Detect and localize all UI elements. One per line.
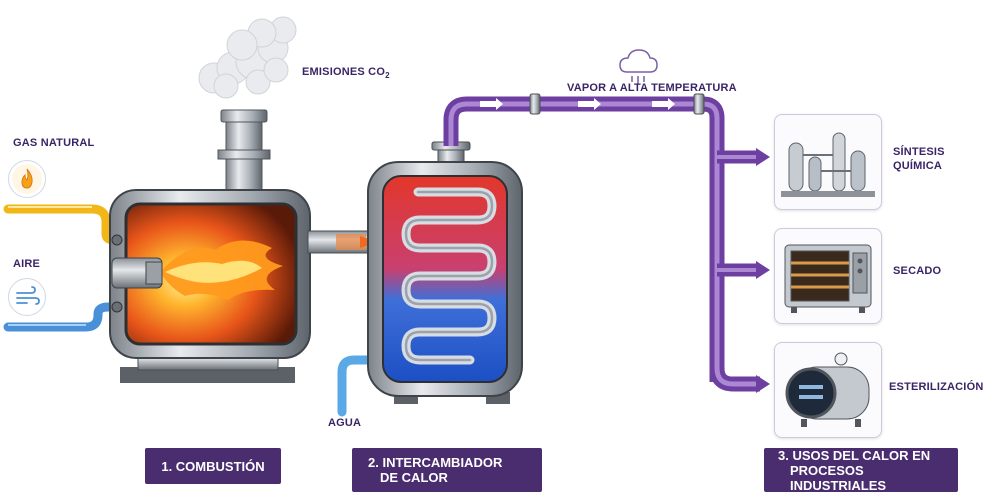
heat-exchanger	[367, 141, 523, 404]
cloud-icon	[619, 49, 658, 84]
water-label: AGUA	[328, 417, 362, 429]
stage-line1: 1. COMBUSTIÓN	[161, 458, 265, 474]
stage-heat-exchanger: 2. INTERCAMBIADOR DE CALOR	[352, 448, 542, 492]
use-label-drying: SECADO	[893, 265, 942, 277]
use-label-sterilization: ESTERILIZACIÓN	[889, 381, 984, 393]
emissions-text: EMISIONES CO	[302, 66, 386, 78]
use-label-line2: QUÍMICA	[893, 160, 943, 172]
use-card-chemical-synthesis	[774, 114, 882, 210]
stage-line1: 3. USOS DEL CALOR EN	[778, 447, 931, 463]
gas-label: GAS NATURAL	[13, 137, 95, 149]
use-card-drying	[774, 228, 882, 324]
stage-industrial-uses: 3. USOS DEL CALOR EN PROCESOS INDUSTRIAL…	[764, 447, 958, 493]
combustion-furnace	[109, 189, 311, 383]
air-label: AIRE	[13, 258, 41, 270]
flame-icon	[8, 160, 46, 198]
chemical-plant-icon	[781, 132, 875, 197]
stage-line2: PROCESOS INDUSTRIALES	[790, 462, 887, 493]
use-card-sterilization	[774, 342, 882, 438]
steam-label: VAPOR A ALTA TEMPERATURA	[567, 82, 737, 94]
emissions-subscript: 2	[385, 71, 390, 81]
stage-line2: DE CALOR	[380, 470, 448, 485]
autoclave-icon	[785, 352, 870, 427]
use-label-line1: SÍNTESIS	[893, 146, 945, 158]
water-pipe	[337, 355, 377, 417]
gas-pipe	[3, 204, 127, 245]
stage-line1: 2. INTERCAMBIADOR	[368, 455, 503, 470]
use-label-chemical-synthesis: SÍNTESIS QUÍMICA	[893, 145, 945, 173]
smoke-cloud	[198, 16, 297, 99]
wind-icon	[8, 278, 46, 316]
steam-flow-arrows	[480, 98, 675, 110]
air-pipe	[3, 302, 127, 332]
emissions-label: EMISIONES CO2	[302, 65, 390, 83]
hot-gas-connector	[307, 230, 378, 254]
stage-combustion: 1. COMBUSTIÓN	[145, 448, 281, 484]
drying-oven-icon	[784, 244, 872, 313]
